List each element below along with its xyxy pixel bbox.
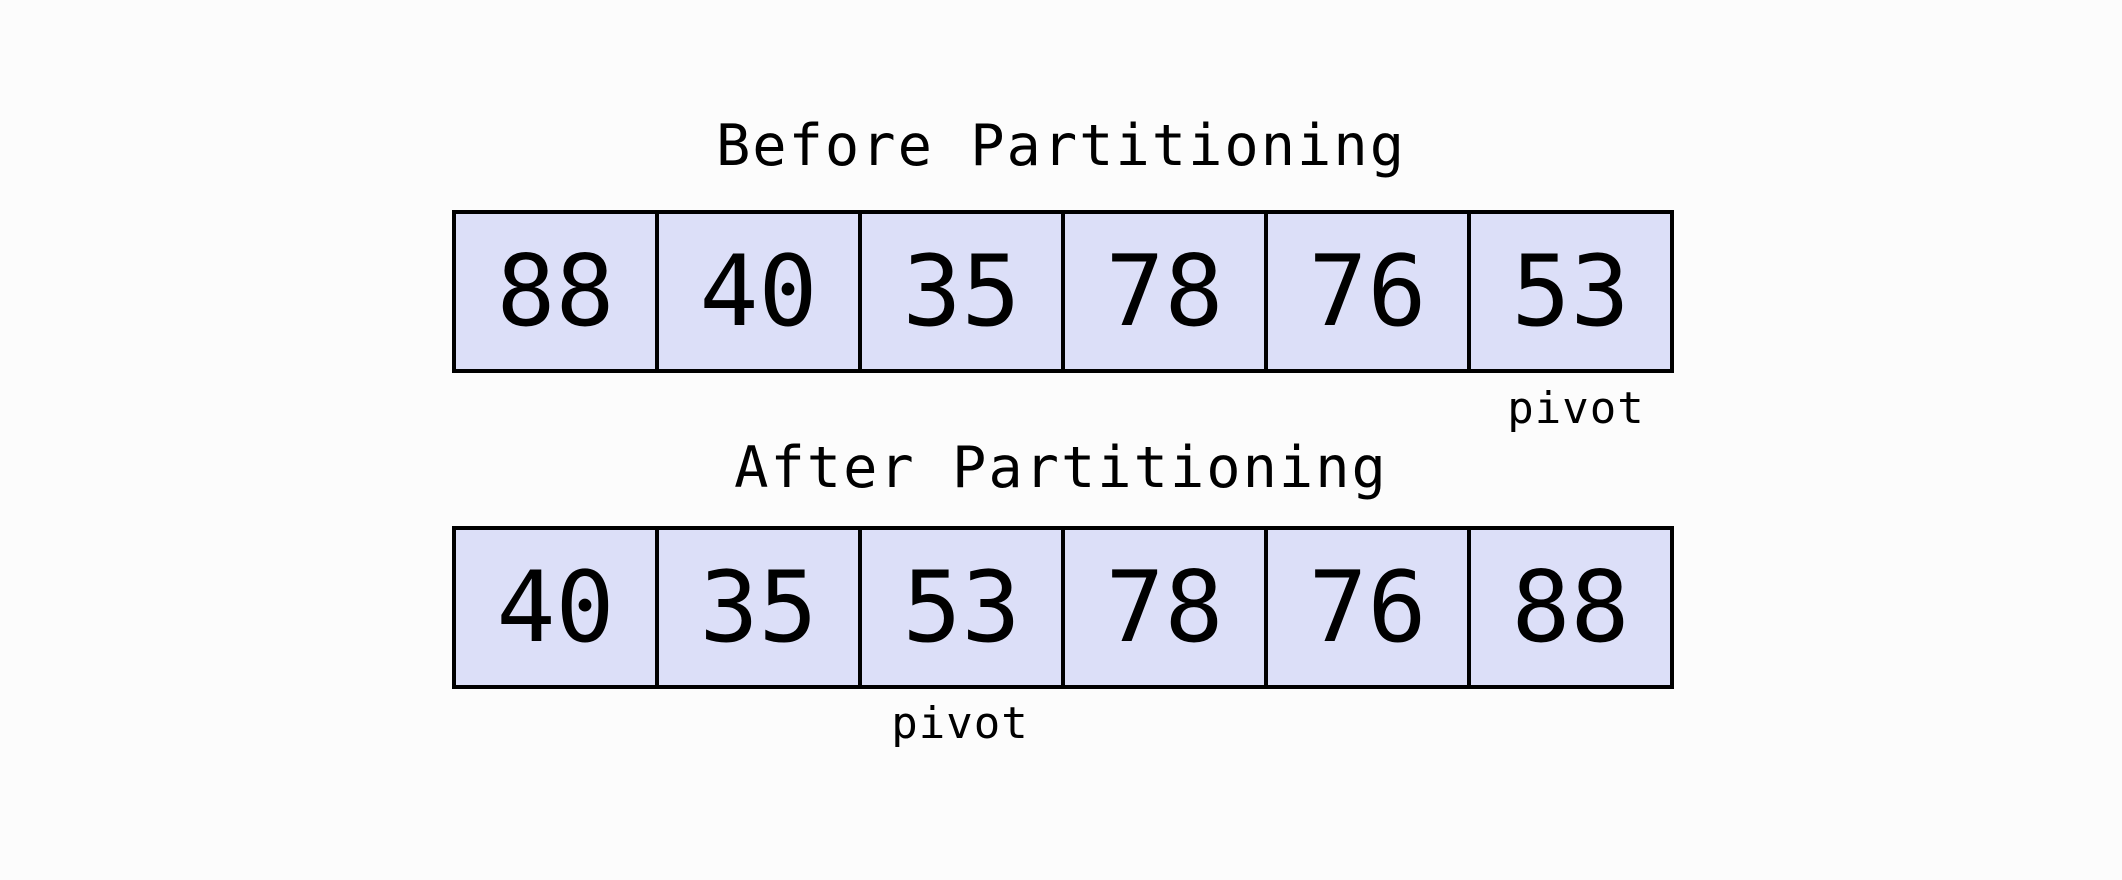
array-cell: 78 xyxy=(1061,210,1268,373)
array-cell: 88 xyxy=(452,210,659,373)
array-cell-pivot: 53 xyxy=(858,526,1065,689)
array-cell: 88 xyxy=(1467,526,1674,689)
after-partitioning-title: After Partitioning xyxy=(734,435,1388,501)
array-cell: 40 xyxy=(452,526,659,689)
array-cell: 76 xyxy=(1264,526,1471,689)
pivot-label-after: pivot xyxy=(891,698,1029,749)
array-cell: 35 xyxy=(655,526,862,689)
array-cell: 40 xyxy=(655,210,862,373)
array-cell: 78 xyxy=(1061,526,1268,689)
before-partitioning-title: Before Partitioning xyxy=(715,113,1407,179)
array-cell-pivot: 53 xyxy=(1467,210,1674,373)
array-cell: 35 xyxy=(858,210,1065,373)
array-cell: 76 xyxy=(1264,210,1471,373)
before-array: 88 40 35 78 76 53 xyxy=(452,210,1674,373)
after-array: 40 35 53 78 76 88 xyxy=(452,526,1674,689)
pivot-label-before: pivot xyxy=(1507,383,1645,434)
